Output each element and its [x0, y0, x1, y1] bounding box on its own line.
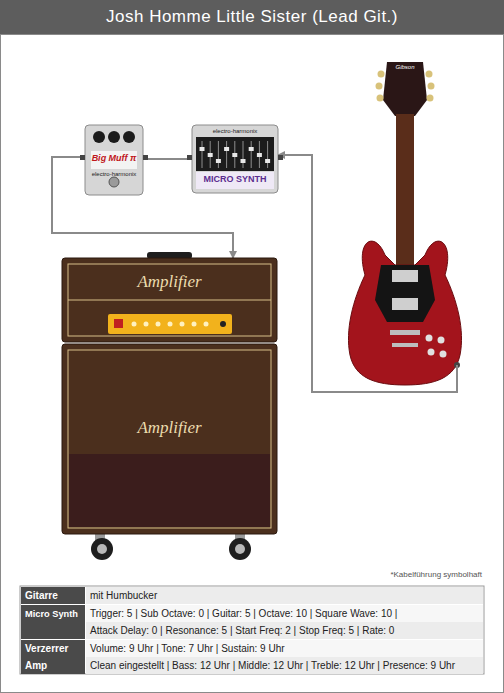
table-header-cell-bg: Verzerrer [21, 640, 85, 657]
table-cell-bg: Attack Delay: 0 | Resonance: 5 | Start F… [86, 622, 483, 639]
speaker-cabinet-art [62, 344, 277, 534]
settings-table-grid [20, 586, 484, 674]
patch-cable [143, 158, 192, 160]
pedal-logo: Big Muff π [92, 153, 137, 163]
brand-name: electro-harmonix [92, 171, 137, 178]
cabinet-wheels [91, 532, 251, 560]
table-header-cell-bg: Amp [21, 657, 85, 674]
table-cell: Clean eingestellt | Bass: 12 Uhr | Middl… [90, 660, 455, 671]
table-header-cell: Amp [25, 660, 47, 671]
diagram-title: Josh Homme Little Sister (Lead Git.) [0, 7, 504, 27]
table-cell-bg: Trigger: 5 | Sub Octave: 0 | Guitar: 5 |… [86, 605, 483, 622]
synth-pedal: electro-harmonixMICRO SYNTH [192, 125, 278, 193]
table-header-cell-bg: Gitarre [21, 587, 85, 604]
headstock-logo: Gibson [395, 64, 414, 71]
speaker-cabinet: Amplifier [62, 344, 277, 534]
table-cell-bg: Volume: 9 Uhr | Tone: 7 Uhr | Sustain: 9… [86, 640, 483, 657]
pedal-logo: MICRO SYNTH [204, 174, 267, 184]
table-header-cell: Gitarre [25, 590, 58, 601]
table-header-cell: Verzerrer [25, 643, 68, 654]
amp-head: Amplifier [62, 258, 277, 342]
table-header-cell-bg: Micro Synth [21, 605, 85, 639]
footnote: *Kabelführung symbolhaft [390, 570, 482, 579]
table-cell-bg: mit Humbucker [86, 587, 483, 604]
fuzz-pedal: Big Muff π electro-harmonix [85, 125, 143, 195]
table-cell: mit Humbucker [90, 590, 157, 601]
amp-head-art [62, 258, 277, 342]
table-cell: Trigger: 5 | Sub Octave: 0 | Guitar: 5 |… [90, 608, 397, 619]
title-bar [0, 0, 504, 34]
amp-brand: Amplifier [137, 272, 201, 292]
table-cell: Attack Delay: 0 | Resonance: 5 | Start F… [90, 625, 394, 636]
brand-name: electro-harmonix [213, 128, 258, 135]
table-header-cell: Micro Synth [25, 609, 78, 619]
frame [1, 35, 504, 693]
electric-guitar-art [345, 60, 465, 385]
table-cell: Volume: 9 Uhr | Tone: 7 Uhr | Sustain: 9… [90, 643, 285, 654]
electric-guitar: Gibson [345, 60, 465, 385]
table-cell-bg: Clean eingestellt | Bass: 12 Uhr | Middl… [86, 657, 483, 674]
amp-brand: Amplifier [137, 418, 201, 438]
